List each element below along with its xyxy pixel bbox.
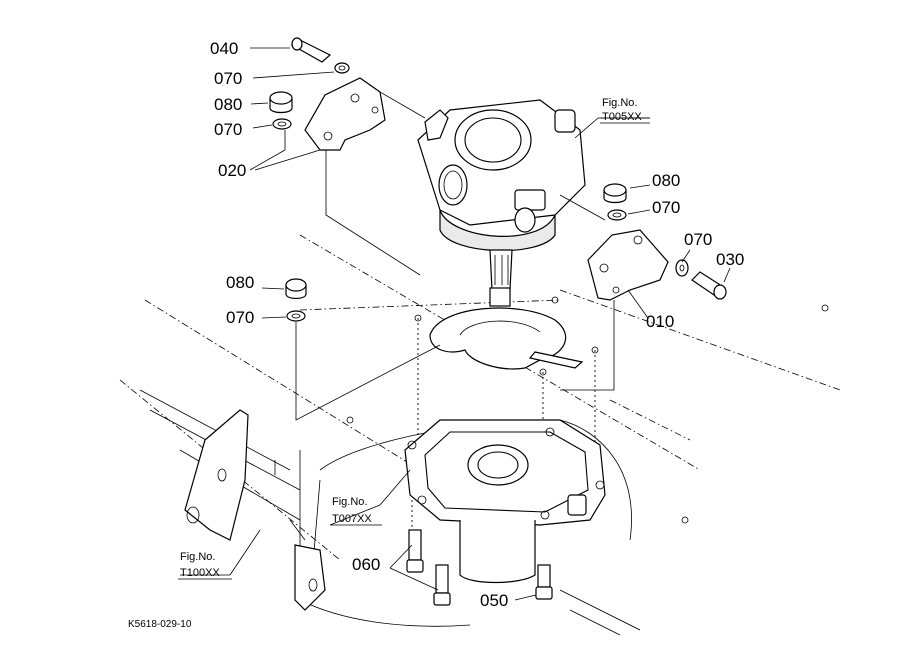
gasket <box>429 307 584 370</box>
callout-040: 040 <box>210 39 238 58</box>
callout-080: 080 <box>652 171 680 190</box>
callout-070: 070 <box>214 69 242 88</box>
fig-ref-label: Fig.No. <box>602 97 637 109</box>
spacer-080b <box>285 278 307 300</box>
drawing-code: K5618-029-10 <box>128 619 192 630</box>
callout-050: 050 <box>480 591 508 610</box>
callout-070: 070 <box>226 308 254 327</box>
bolt-030 <box>691 271 727 300</box>
hydraulic-pump <box>417 99 586 307</box>
pump-housing <box>404 419 606 584</box>
fig-ref-code: T005XX <box>602 111 642 123</box>
washer-070c <box>286 310 306 322</box>
callout-070: 070 <box>684 230 712 249</box>
callout-080: 080 <box>214 95 242 114</box>
callout-080: 080 <box>226 273 254 292</box>
callout-010: 010 <box>646 312 674 331</box>
washer-070e <box>607 209 627 221</box>
bolt-050 <box>535 564 553 600</box>
bracket-020 <box>304 77 386 151</box>
callout-020: 020 <box>218 161 246 180</box>
callout-030: 030 <box>716 250 744 269</box>
washer-070d <box>675 259 689 277</box>
bolt-060 <box>406 529 451 606</box>
callout-070: 070 <box>214 120 242 139</box>
fig-ref-label: Fig.No. <box>332 496 367 508</box>
washer-070b <box>272 118 292 130</box>
frame-bracket <box>184 409 326 611</box>
callout-060: 060 <box>352 555 380 574</box>
washer-070a <box>334 62 350 74</box>
callout-070: 070 <box>652 198 680 217</box>
bracket-010 <box>587 229 669 301</box>
fig-ref-code: T100XX <box>180 567 220 579</box>
spacer-080c <box>603 183 627 204</box>
spacer-080a <box>269 91 293 114</box>
bolt-040 <box>290 37 332 63</box>
leader-lines <box>180 47 731 601</box>
fig-ref-code: T007XX <box>332 513 372 525</box>
fig-ref-label: Fig.No. <box>180 551 215 563</box>
